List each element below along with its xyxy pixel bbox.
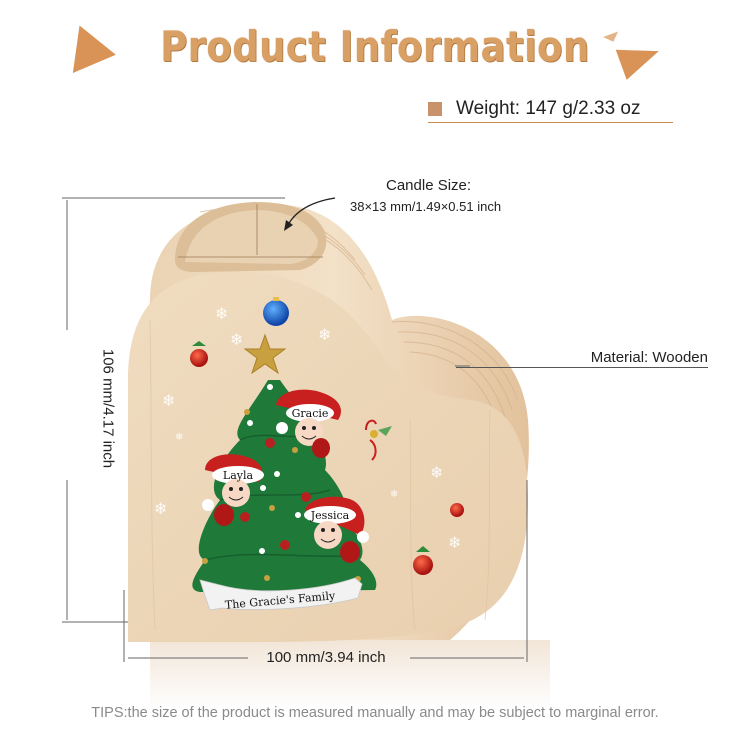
height-dimension: 106 mm/4.17 inch [99,309,117,509]
svg-text:Layla: Layla [223,469,254,482]
height-dimension-label: 106 mm/4.17 inch [99,344,117,473]
material-label: Material: Wooden [456,349,708,368]
candle-size-value: 38×13 mm/1.49×0.51 inch [350,199,502,214]
svg-text:❄: ❄ [230,330,243,349]
svg-text:❄: ❄ [430,463,443,482]
page-title: Product Information [160,22,590,71]
svg-text:❄: ❄ [448,533,461,552]
square-bullet-icon [428,102,442,116]
weight-label: Weight: 147 g/2.33 oz [456,98,641,119]
svg-text:❄: ❄ [215,304,228,323]
svg-text:Gracie: Gracie [292,407,329,420]
svg-text:❄: ❄ [162,391,175,410]
svg-text:❄: ❄ [390,489,398,500]
width-dimension-label: 100 mm/3.94 inch [266,649,386,666]
svg-text:❄: ❄ [175,432,183,443]
candle-size-title: Candle Size: [386,177,472,194]
weight-spec: Weight: 147 g/2.33 oz [428,96,673,123]
svg-text:❄: ❄ [154,499,167,518]
tips-note: TIPS:the size of the product is measured… [91,705,659,721]
width-dimension: 100 mm/3.94 inch [125,649,527,666]
svg-text:❄: ❄ [318,325,331,344]
svg-text:Jessica: Jessica [310,509,350,522]
